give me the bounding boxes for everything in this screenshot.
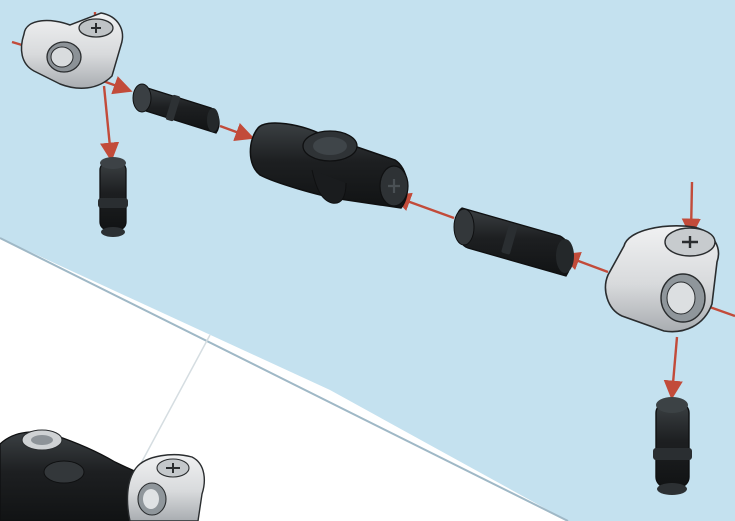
black-pin-right (653, 397, 692, 495)
black-pin-top-left (98, 157, 128, 237)
arrow-right-top-down (691, 182, 692, 233)
assembled-axle-connector-inset (0, 430, 204, 521)
